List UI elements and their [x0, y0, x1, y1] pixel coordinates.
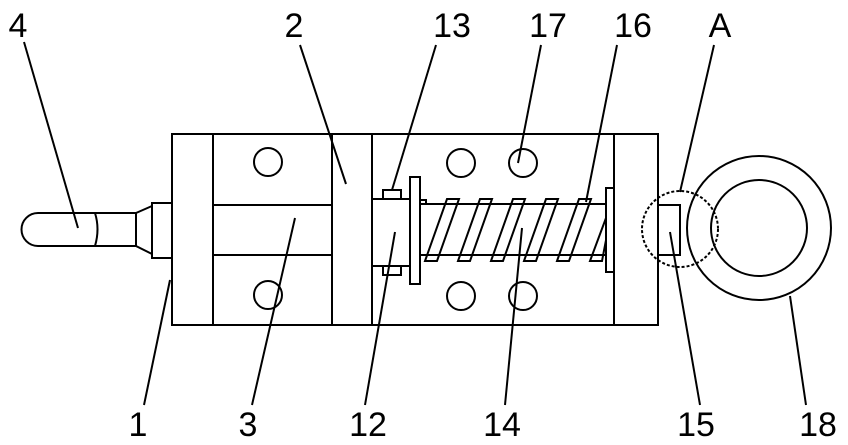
ring-18: [687, 156, 831, 300]
label-2: 2: [285, 7, 304, 45]
housing-1: [172, 134, 658, 325]
label-13: 13: [433, 7, 471, 45]
label-17: 17: [529, 7, 567, 45]
label-A: A: [709, 7, 732, 45]
label-3: 3: [239, 406, 258, 444]
pin-15: [642, 191, 718, 267]
label-4: 4: [9, 7, 28, 45]
handle-rod-4: [22, 203, 173, 258]
leader-lines: [24, 42, 806, 405]
label-15: 15: [677, 406, 715, 444]
holes-17: [254, 148, 537, 310]
screw-14-spring-16: [410, 177, 614, 284]
label-16: 16: [614, 7, 652, 45]
slider-bar-3: [213, 205, 332, 255]
reference-labels: 4 2 13 17 16 A 1 3 12 14 15 18: [9, 7, 837, 444]
label-18: 18: [799, 406, 837, 444]
label-1: 1: [129, 406, 148, 444]
label-14: 14: [483, 406, 521, 444]
block-12: [372, 190, 410, 275]
label-12: 12: [349, 406, 387, 444]
